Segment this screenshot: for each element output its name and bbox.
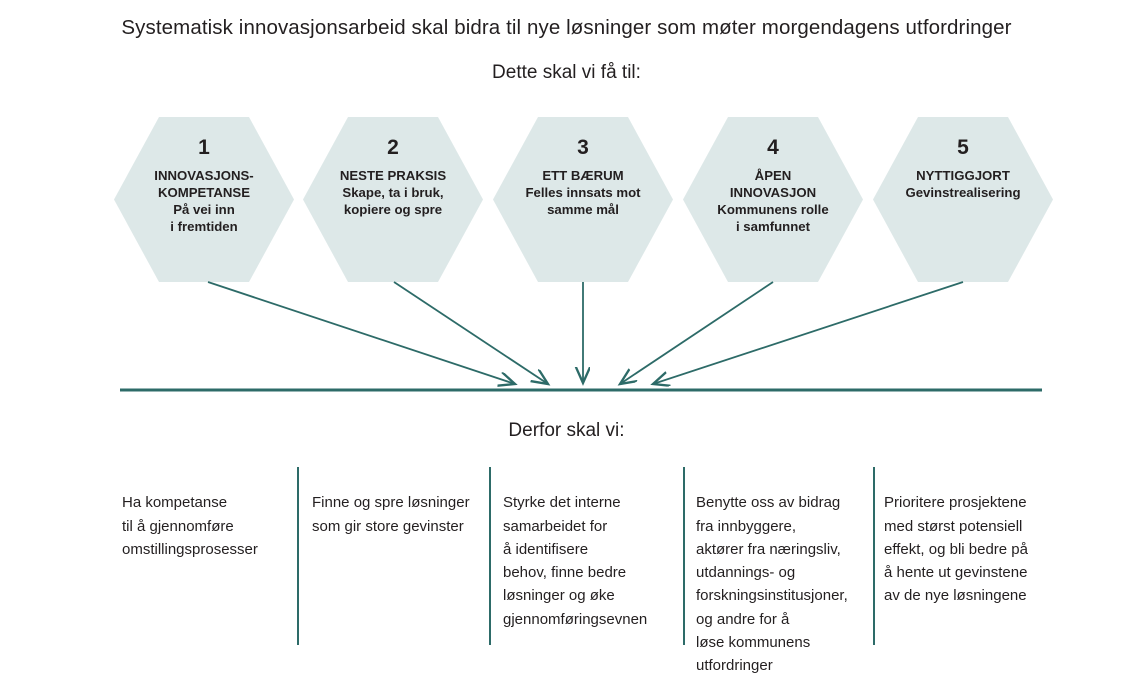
column-divider-3 [683,467,685,645]
column-2: Finne og spre løsninger som gir store ge… [312,463,484,561]
hexagon-2-number: 2 [387,136,399,159]
hexagon-2-heading: NESTE PRAKSIS [339,168,447,183]
column-2-text: Finne og spre løsninger som gir store ge… [312,494,470,535]
hexagon-1-number: 1 [198,136,210,159]
hexagon-4-heading: ÅPEN INNOVASJON [729,168,817,201]
hexagon-4: 4 ÅPEN INNOVASJON Kommunens rolle i samf… [683,117,863,282]
page-title: Systematisk innovasjonsarbeid skal bidra… [121,16,1012,39]
column-5-text: Prioritere prosjektene med størst potens… [884,494,1028,605]
hexagon-1-heading: INNOVASJONS- KOMPETANSE [154,168,254,201]
subtitle-dette-skal-vi-fa-til: Dette skal vi få til: [492,62,641,83]
hexagon-5-heading: NYTTIGGJORT [916,168,1010,183]
hexagon-1: 1 INNOVASJONS- KOMPETANSE På vei inn i f… [114,117,294,282]
column-divider-1 [297,467,299,645]
hexagon-5-description: Gevinstrealisering [905,185,1021,201]
hexagon-2-description: Skape, ta i bruk, kopiere og spre [342,185,444,218]
column-4-text: Benytte oss av bidrag fra innbyggere, ak… [696,494,848,674]
hexagon-5-number: 5 [957,136,969,159]
hexagon-3-description: Felles innsats mot samme mål [525,185,641,218]
column-3: Styrke det interne samarbeidet for å ide… [503,463,679,654]
column-5: Prioritere prosjektene med størst potens… [884,463,1064,631]
hexagon-4-number: 4 [767,136,779,159]
column-4: Benytte oss av bidrag fra innbyggere, ak… [696,463,868,678]
hexagon-5: 5 NYTTIGGJORT Gevinstrealisering [873,117,1053,282]
hexagon-2: 2 NESTE PRAKSIS Skape, ta i bruk, kopier… [303,117,483,282]
hexagon-3: 3 ETT BÆRUM Felles innsats mot samme mål [493,117,673,282]
column-1-text: Ha kompetanse til å gjennomføre omstilli… [122,494,258,558]
hexagon-1-description: På vei inn i fremtiden [170,202,238,235]
column-divider-2 [489,467,491,645]
column-1: Ha kompetanse til å gjennomføre omstilli… [122,463,287,584]
columns-row: Ha kompetanse til å gjennomføre omstilli… [0,463,1133,674]
subtitle-derfor-skal-vi: Derfor skal vi: [508,420,625,441]
hexagon-4-description: Kommunens rolle i samfunnet [717,202,829,235]
hexagon-3-heading: ETT BÆRUM [542,168,624,183]
column-3-text: Styrke det interne samarbeidet for å ide… [503,494,648,628]
column-divider-4 [873,467,875,645]
hexagon-3-number: 3 [577,136,589,159]
